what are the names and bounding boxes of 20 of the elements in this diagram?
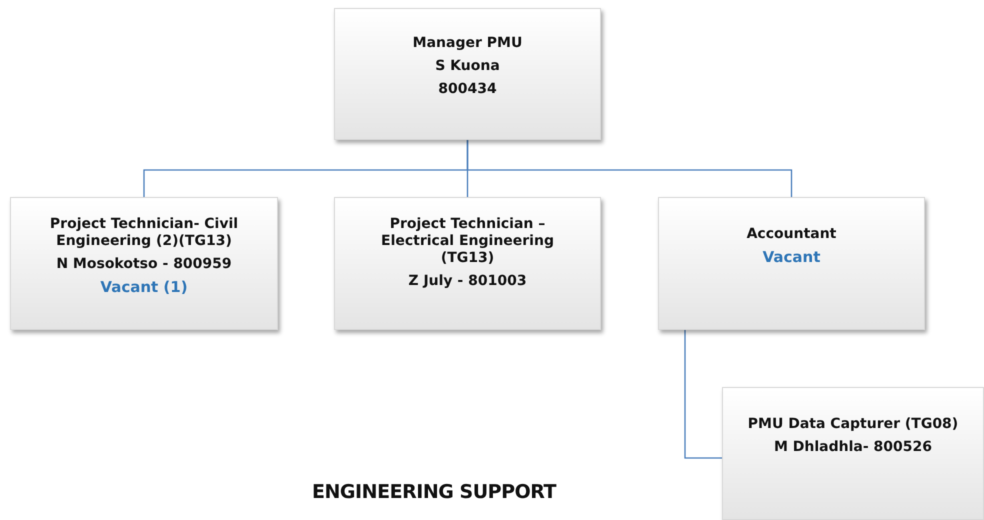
connector-line	[466, 140, 792, 197]
connector-line	[684, 330, 722, 459]
org-box	[658, 197, 925, 330]
org-box	[10, 197, 278, 330]
role-text: PMU Data Capturer (TG08)	[748, 416, 958, 433]
status-text: Vacant	[762, 249, 820, 266]
status-text: Vacant (1)	[100, 279, 188, 296]
role-text: N Mosokotso - 800959	[56, 256, 232, 273]
role-text: Z July - 801003	[408, 273, 527, 290]
role-text: M Dhladhla- 800526	[774, 439, 932, 456]
role-text: Project Technician- Civil Engineering (2)(TG13)	[48, 216, 240, 250]
role-text: S Kuona	[435, 58, 500, 75]
role-text: Manager PMU	[412, 35, 522, 52]
diagram-title: ENGINEERING SUPPORT	[312, 480, 556, 505]
org-box	[334, 197, 601, 330]
role-text: Accountant	[746, 226, 836, 243]
role-text: Project Technician – Electrical Engineering (TG13)	[380, 216, 555, 267]
org-box	[334, 8, 601, 140]
role-text: 800434	[438, 81, 497, 98]
org-box	[722, 387, 984, 520]
